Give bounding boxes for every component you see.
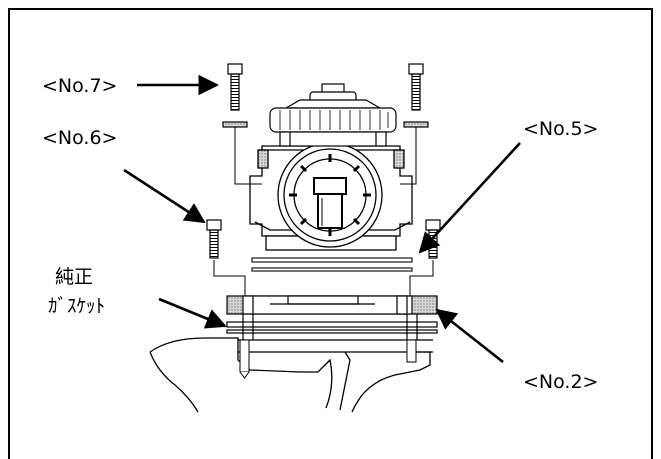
arrow-no2 <box>435 308 504 364</box>
bolt-no6-left <box>206 219 246 296</box>
label-no2: <No.2> <box>523 371 598 393</box>
leader-arrows <box>123 74 521 364</box>
gasket <box>226 321 438 334</box>
diagram-frame <box>8 8 653 459</box>
bolt-no7-left <box>222 63 262 185</box>
label-no5: <No.5> <box>523 118 598 140</box>
port-window <box>277 142 383 248</box>
flange-plate <box>226 295 438 340</box>
label-gasket: ｶﾞｽｹｯﾄ <box>48 295 105 317</box>
arrow-gasket <box>158 297 227 329</box>
label-no7: <No.7> <box>42 75 117 97</box>
arrow-no6 <box>123 168 206 224</box>
actuator-head <box>269 83 397 147</box>
bolt-no6-right <box>409 219 441 296</box>
base-housing <box>149 337 433 413</box>
arrow-no5 <box>418 142 521 254</box>
base-bolt-holes <box>239 339 417 379</box>
label-no6: <No.6> <box>42 127 117 149</box>
label-genuine: 純正 <box>55 266 93 288</box>
bolt-no7-right <box>400 63 429 185</box>
o-rings <box>251 257 413 272</box>
